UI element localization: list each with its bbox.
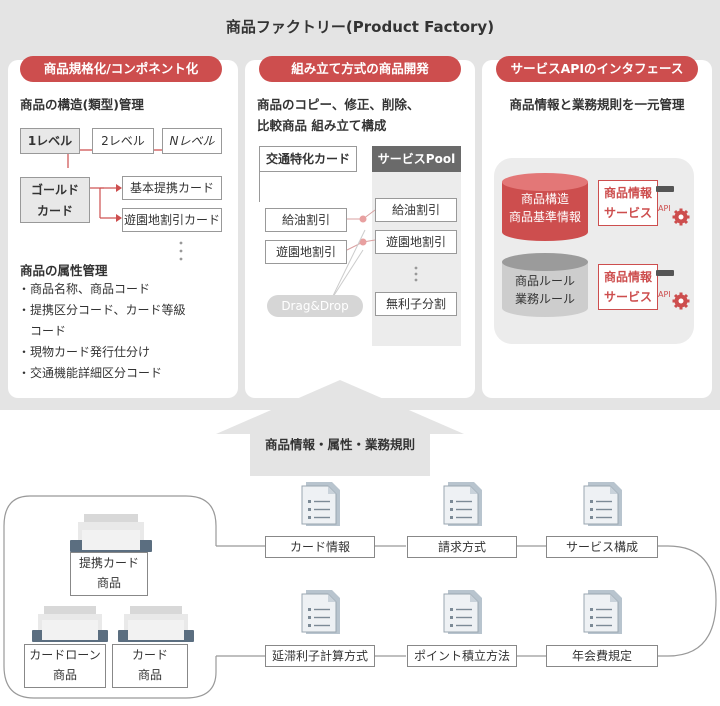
structure-heading: 商品の構造(類型)管理 (20, 97, 144, 112)
db1-label: 商品構造 商品基準情報 (500, 190, 590, 226)
service-pool-header: サービスPool (372, 146, 461, 172)
service-api-desc: 商品情報と業務規則を一元管理 (509, 97, 685, 112)
up-arrow-icon (216, 380, 464, 476)
product-loan: カードローン 商品 (24, 644, 106, 688)
gold-card-line2: カード (36, 204, 73, 218)
document-label: サービス構成 (546, 536, 658, 558)
assembly-desc-line1: 商品のコピー、修正、削除、 (257, 97, 420, 112)
document-icon (582, 480, 624, 532)
attribute-item: ・現物カード発行仕分け (18, 345, 151, 359)
attribute-item: ・商品名称、商品コード (18, 282, 151, 296)
product-card-line2: 商品 (137, 668, 162, 682)
drag-drop-badge: Drag&Drop (267, 295, 363, 317)
gold-card-box: ゴールド カード (20, 177, 90, 223)
document-label: 請求方式 (407, 536, 517, 558)
drag-connectors (330, 209, 418, 301)
panel-assembly: 組み立て方式の商品開発 商品のコピー、修正、削除、 比較商品 組み立て構成 サー… (245, 56, 475, 398)
product-teikei-line1: 提携カード (78, 556, 139, 570)
arrow-label: 商品情報・属性・業務規則 (264, 437, 415, 452)
attribute-list: ・商品名称、商品コード ・提携区分コード、カード等級 コード ・現物カード発行仕… (18, 279, 186, 384)
gear-icon (672, 292, 690, 310)
level1-box: 1レベル (20, 128, 80, 154)
page-title: 商品ファクトリー(Product Factory) (225, 18, 495, 36)
product-stack-icon (32, 606, 108, 642)
db2-line2: 業務ルール (514, 292, 575, 306)
assembly-desc-line2: 比較商品 組み立て構成 (257, 118, 387, 133)
service-box-line1: 商品情報 (603, 270, 652, 284)
panel-assembly-title: 組み立て方式の商品開発 (259, 56, 461, 82)
attribute-heading: 商品の属性管理 (20, 263, 108, 278)
service-box-1: 商品情報 サービス (598, 180, 658, 226)
document-label: ポイント積立方法 (407, 645, 517, 667)
pool-item: 遊園地割引 (375, 230, 457, 254)
product-loan-line1: カードローン (29, 648, 101, 662)
left-item: 遊園地割引 (265, 240, 347, 264)
product-loan-line2: 商品 (52, 668, 77, 682)
panel-service-api: サービスAPIのインタフェース 商品情報と業務規則を一元管理 商品構造 商品基準… (482, 56, 712, 398)
pool-item: 給油割引 (375, 198, 457, 222)
child-card-basic: 基本提携カード (122, 176, 222, 200)
panel-standardization: 商品規格化/コンポネント化 商品の構造(類型)管理 1レベル 2レベル Nレベル… (8, 56, 238, 398)
document-icon (300, 588, 342, 640)
product-teikei: 提携カード 商品 (70, 552, 148, 596)
product-card-line1: カード (131, 648, 168, 662)
transport-card-border (259, 172, 260, 202)
product-card: カード 商品 (112, 644, 188, 688)
product-stack-icon (118, 606, 194, 642)
gear-icon (672, 208, 690, 226)
service-box-line2: サービス (603, 290, 652, 304)
panel-service-api-title: サービスAPIのインタフェース (496, 56, 698, 82)
attribute-item: コード (18, 324, 67, 338)
product-stack-icon (70, 514, 152, 552)
server-icon (656, 186, 674, 192)
database-icon (502, 173, 588, 241)
database-icon (502, 253, 588, 317)
service-box-line2: サービス (603, 206, 652, 220)
child-card-amusement: 遊園地割引カード (122, 208, 222, 232)
service-box-2: 商品情報 サービス (598, 264, 658, 310)
api-label: API (658, 290, 671, 299)
gold-card-line1: ゴールド (30, 183, 79, 197)
pool-item: 無利子分割 (375, 292, 457, 316)
panel-standardization-title: 商品規格化/コンポネント化 (20, 56, 222, 82)
document-icon (442, 480, 484, 532)
api-label: API (658, 204, 671, 213)
document-icon (582, 588, 624, 640)
db1-line1: 商品構造 (520, 192, 569, 206)
attribute-item: ・提携区分コード、カード等級 (18, 303, 186, 317)
levelN-box: Nレベル (162, 128, 222, 154)
document-icon (442, 588, 484, 640)
level2-box: 2レベル (92, 128, 154, 154)
server-icon (656, 270, 674, 276)
attribute-item: ・交通機能詳細区分コード (18, 366, 163, 380)
db1-line2: 商品基準情報 (508, 210, 581, 224)
document-label: 年会費規定 (546, 645, 658, 667)
document-label: カード情報 (265, 536, 375, 558)
product-teikei-line2: 商品 (96, 576, 121, 590)
left-item: 給油割引 (265, 208, 347, 232)
document-icon (300, 480, 342, 532)
service-box-line1: 商品情報 (603, 186, 652, 200)
db2-label: 商品ルール 業務ルール (500, 272, 590, 308)
document-label: 延滞利子計算方式 (265, 645, 375, 667)
transport-card-header: 交通特化カード (259, 146, 357, 172)
db2-line1: 商品ルール (514, 274, 575, 288)
